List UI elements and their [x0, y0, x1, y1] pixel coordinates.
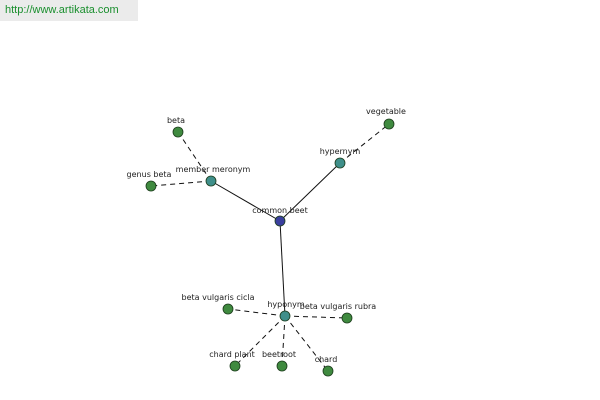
node-chard-plant[interactable]: [229, 360, 241, 372]
label-common-beet: common beet: [252, 206, 307, 215]
label-beta-vulgaris-rubra: beta vulgaris rubra: [300, 302, 377, 311]
edge-beta-vulgaris-rubra: [284, 315, 348, 319]
node-beta-vulgaris-cicla[interactable]: [222, 303, 234, 315]
edge-beta: [177, 131, 212, 182]
node-vegetable[interactable]: [383, 118, 395, 130]
label-vegetable: vegetable: [366, 107, 406, 116]
node-beta-vulgaris-rubra[interactable]: [341, 312, 353, 324]
edge-member-meronym: [210, 180, 281, 222]
edge-chard-plant: [234, 315, 286, 367]
edge-hypernym: [279, 162, 341, 222]
node-common-beet[interactable]: [274, 215, 286, 227]
label-chard-plant: chard plant: [209, 350, 255, 359]
label-beta: beta: [167, 116, 185, 125]
node-genus-beta[interactable]: [145, 180, 157, 192]
node-hyponym[interactable]: [279, 310, 291, 322]
label-genus-beta: genus beta: [127, 170, 172, 179]
graph-nodes: [145, 118, 395, 377]
edge-hyponym: [279, 220, 286, 317]
edge-chard: [284, 315, 329, 372]
graph-labels: common beet member meronym beta genus beta h…: [127, 107, 406, 364]
node-beetroot[interactable]: [276, 360, 288, 372]
label-member-meronym: member meronym: [176, 165, 251, 174]
node-chard[interactable]: [322, 365, 334, 377]
site-url-badge: http://www.artikata.com: [0, 0, 138, 21]
edge-beta-vulgaris-cicla: [227, 308, 286, 317]
label-hyponym: hyponym: [267, 300, 305, 309]
edge-vegetable: [339, 123, 390, 164]
label-beta-vulgaris-cicla: beta vulgaris cicla: [182, 293, 255, 302]
graph-edges: [150, 123, 390, 372]
label-chard: chard: [315, 355, 338, 364]
label-beetroot: beetroot: [262, 350, 296, 359]
node-hypernym[interactable]: [334, 157, 346, 169]
node-member-meronym[interactable]: [205, 175, 217, 187]
site-url-link[interactable]: http://www.artikata.com: [5, 4, 119, 16]
node-beta[interactable]: [172, 126, 184, 138]
label-hypernym: hypernym: [320, 147, 361, 156]
edge-genus-beta: [150, 180, 212, 187]
